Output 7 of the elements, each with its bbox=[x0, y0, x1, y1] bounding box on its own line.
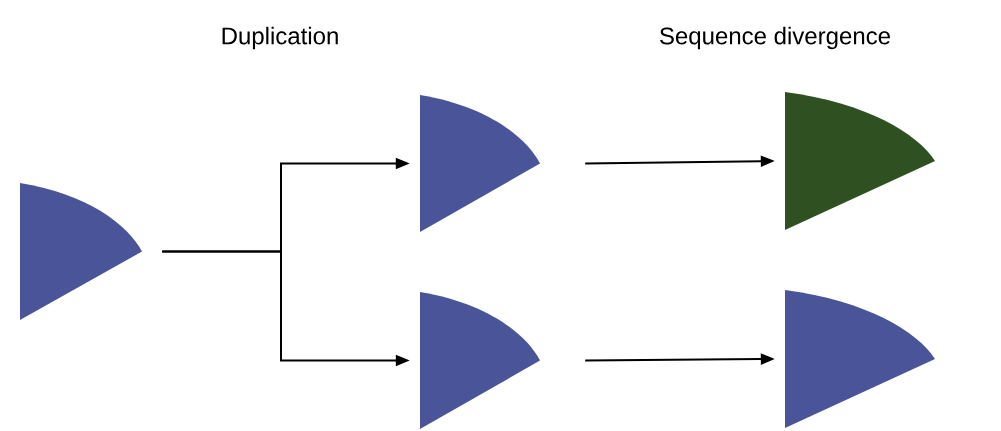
sector-shape bbox=[420, 292, 540, 429]
sector-shape bbox=[785, 92, 935, 230]
sector-shape bbox=[20, 183, 142, 320]
heading: Duplication bbox=[222, 26, 338, 50]
sector-shape bbox=[420, 95, 540, 232]
heading: Sequence divergence bbox=[660, 26, 890, 50]
sector-shape bbox=[785, 290, 935, 428]
